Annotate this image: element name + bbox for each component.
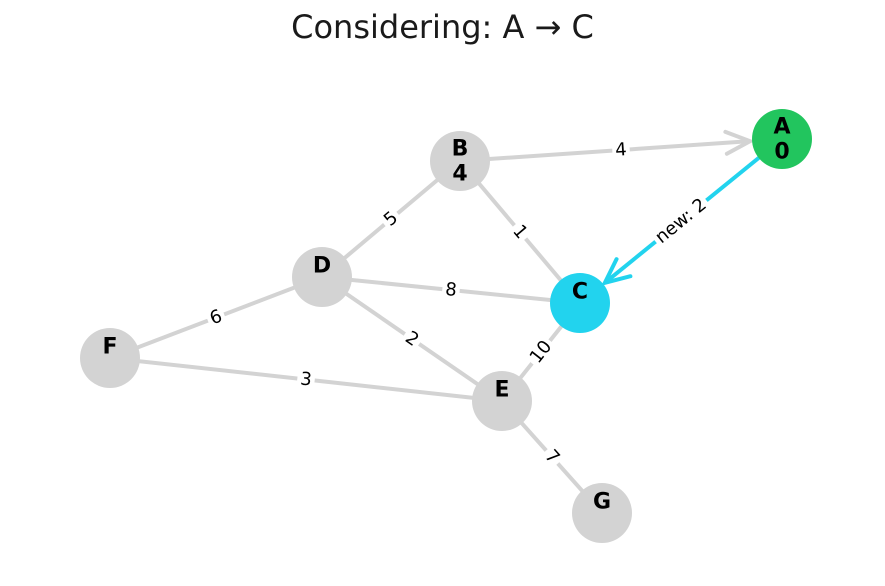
edge-label-background — [203, 303, 229, 332]
diagram-title: Considering: A → C — [291, 8, 594, 46]
edge-label-group: 2 — [398, 324, 426, 354]
edge-label-background — [648, 191, 714, 251]
edge-weight-label: 3 — [299, 368, 313, 390]
edge-label-background — [537, 442, 567, 472]
node-circle — [80, 328, 140, 388]
node-circle — [550, 273, 610, 333]
node-B: B4 — [430, 131, 490, 191]
edge-weight-label: 8 — [444, 279, 458, 301]
edge-label-group: 4 — [611, 137, 631, 163]
edge-label-group: 1 — [505, 217, 535, 247]
edge-label-group: 6 — [203, 303, 229, 332]
node-E: E — [472, 371, 532, 431]
edge-label-group: 8 — [441, 277, 461, 303]
node-circle — [752, 109, 812, 169]
edge-label-background — [523, 333, 559, 371]
edge-label-background — [505, 217, 535, 247]
node-D: D — [292, 247, 352, 307]
node-label: E — [494, 378, 509, 403]
node-distance: 0 — [774, 140, 789, 165]
arrowhead-B-A — [723, 129, 755, 156]
edge-label-background — [398, 324, 426, 354]
edge-label-group: 3 — [296, 367, 316, 392]
node-label: G — [593, 490, 611, 515]
arrowhead-A-C — [601, 257, 633, 286]
node-C: C — [550, 273, 610, 333]
node-G: G — [572, 483, 632, 543]
node-label: F — [102, 335, 117, 360]
edge-label-background — [376, 204, 406, 234]
edge-label-group: new: 2 — [648, 191, 714, 251]
node-label: C — [572, 280, 588, 305]
node-circle — [292, 247, 352, 307]
edge-label-background — [296, 367, 316, 392]
edge-label-group: 7 — [537, 442, 567, 472]
edge-B-A — [459, 139, 751, 163]
node-A: A0 — [752, 109, 812, 169]
edge-label-background — [441, 277, 461, 303]
node-label: A — [773, 115, 790, 140]
node-label: B — [452, 137, 469, 162]
node-circle — [472, 371, 532, 431]
edge-weight-label: 4 — [615, 139, 628, 161]
node-circle — [430, 131, 490, 191]
node-F: F — [80, 328, 140, 388]
node-distance: 4 — [452, 162, 467, 187]
edge-label-group: 5 — [376, 204, 406, 234]
node-circle — [572, 483, 632, 543]
node-label: D — [313, 254, 331, 279]
edge-label-background — [611, 137, 631, 163]
edge-weight-label: new: 2 — [651, 194, 710, 248]
